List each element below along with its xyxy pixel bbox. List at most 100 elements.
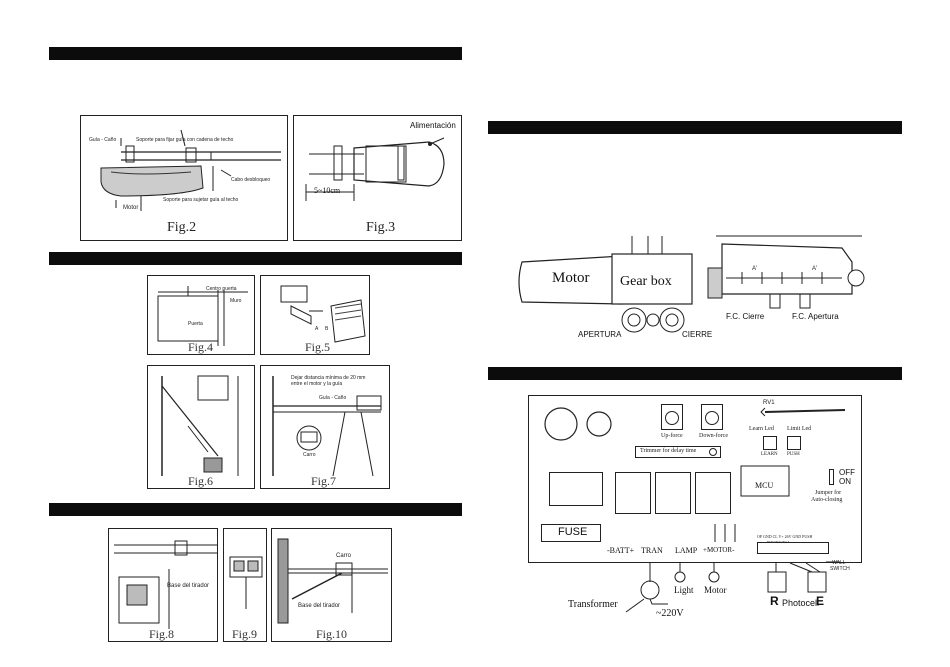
- label-transformer: Transformer: [568, 599, 618, 610]
- down-force-trimmer[interactable]: [701, 404, 723, 430]
- label-fc-apertura: F.C. Apertura: [792, 312, 839, 321]
- label-soporte-techo: Soporte para fijar guía con cadena de te…: [136, 137, 234, 143]
- label-soporte-sujetar: Soporte para sujetar guía al techo: [163, 197, 239, 203]
- label-distance: 5~10cm: [314, 186, 341, 195]
- section-header-bar: [49, 252, 462, 265]
- figure-caption: Fig.2: [167, 220, 197, 235]
- label-wall: WALL: [832, 560, 846, 566]
- figure-caption: Fig.10: [316, 627, 348, 641]
- delay-trimmer-box[interactable]: Trimmer for delay time: [635, 446, 721, 458]
- figure-caption: Fig.6: [188, 474, 214, 488]
- label-base: Base del tirador: [298, 603, 341, 609]
- label-on: ON: [839, 477, 851, 486]
- label-mcu: MCU: [755, 481, 774, 490]
- label-fuse: FUSE: [558, 526, 588, 538]
- label-downforce: Down-force: [699, 433, 728, 439]
- rail-bracket-drawing: [305, 137, 445, 201]
- figure-8-panel: Base del tirador Fig.8: [108, 528, 218, 642]
- motor-gearbox-drawing: [518, 235, 865, 333]
- label-carro: Carro: [303, 452, 316, 458]
- figure-5-panel: A B Fig.5: [260, 275, 370, 355]
- handle-front-drawing: [229, 556, 263, 609]
- figure-9-panel: Fig.9: [223, 528, 267, 642]
- label-b: B: [325, 326, 329, 332]
- label-batt: -BATT+: [607, 546, 635, 555]
- figure-2-panel: Guía - Caño Soporte para fijar guía con …: [80, 115, 288, 241]
- label-learn: LEARN: [761, 452, 778, 457]
- relay-2: [615, 472, 651, 514]
- section-header-bar: [49, 47, 462, 60]
- label-carro: Carro: [336, 553, 352, 559]
- label-a-mark2: A': [812, 266, 818, 272]
- auto-close-jumper[interactable]: [829, 469, 834, 485]
- label-trimmer: Trimmer for delay time: [640, 448, 697, 454]
- learn-button[interactable]: [763, 436, 777, 450]
- rail-carriage-drawing: [272, 376, 382, 477]
- label-motor-terminal: +MOTOR-: [703, 546, 735, 554]
- section-header-bar: [488, 367, 902, 380]
- figure-caption: Fig.8: [149, 627, 175, 641]
- relay-1: [549, 472, 603, 506]
- label-guia: Guía - Caño: [319, 395, 347, 401]
- label-rv1: RV1: [763, 400, 775, 406]
- figure-10-panel: Carro Base del tirador Fig.10: [271, 528, 392, 642]
- figure-3-panel: Alimentación 5~10cm Fig.3: [293, 115, 462, 241]
- label-puerta: Puerta: [188, 321, 203, 327]
- figure-caption: Fig.4: [188, 340, 214, 354]
- figure-7-panel: Dejar distancia mínima de 20 mm entre el…: [260, 365, 390, 489]
- label-terminals: OP GND CL V+ 26V GND PUSH: [757, 534, 813, 539]
- label-fc-cierre: F.C. Cierre: [726, 312, 765, 321]
- label-alimentacion: Alimentación: [410, 121, 456, 130]
- label-base: Base del tirador: [167, 583, 210, 589]
- label-dejar2: entre el motor y la guía: [291, 381, 343, 387]
- label-gearbox: Gear box: [620, 274, 672, 289]
- label-upforce: Up-force: [661, 433, 683, 439]
- label-guia: Guía - Caño: [89, 137, 117, 143]
- label-apertura: APERTURA: [578, 330, 622, 339]
- terminal-block: [757, 542, 829, 554]
- board-circuit-drawing: [544, 407, 846, 542]
- figure-caption: Fig.7: [311, 474, 337, 488]
- carriage-arm-drawing: [277, 538, 388, 624]
- release-handle-drawing: [114, 540, 217, 629]
- label-a: A: [315, 326, 319, 332]
- label-centro: Centro puerta: [206, 286, 237, 292]
- label-motor-ext: Motor: [704, 585, 727, 595]
- figure-caption: Fig.5: [305, 340, 331, 354]
- label-jumper2: Auto-closing: [811, 497, 843, 503]
- label-learn-led: Learn Led: [749, 426, 774, 432]
- label-voltage: ~220V: [656, 608, 684, 619]
- label-e: E: [816, 594, 825, 608]
- installation-arm-drawing: [161, 375, 239, 476]
- label-light: Light: [674, 585, 694, 595]
- label-jumper: Jumper for: [815, 490, 842, 496]
- control-board: RV1 Up-force Down-force Trimmer for dela…: [528, 395, 862, 563]
- fuse: FUSE: [541, 524, 601, 542]
- label-tran: TRAN: [641, 546, 663, 555]
- up-force-trimmer[interactable]: [661, 404, 683, 430]
- bracket-detail-drawing: [280, 285, 366, 343]
- label-cabo: Cabo desbloqueo: [231, 177, 271, 183]
- label-limit-led: Limit Led: [787, 426, 812, 432]
- figure-4-panel: Centro puerta Muro Puerta Fig.4: [147, 275, 255, 355]
- rail-motor-drawing: [100, 129, 281, 211]
- figure-caption: Fig.3: [366, 220, 396, 235]
- label-motor: Motor: [552, 270, 590, 286]
- label-muro: Muro: [230, 298, 242, 304]
- label-dejar: Dejar distancia mínima de 20 mm: [291, 375, 366, 381]
- section-header-bar: [488, 121, 902, 134]
- label-off: OFF: [839, 468, 855, 477]
- push-button[interactable]: [787, 436, 801, 450]
- label-cierre: CIERRE: [682, 330, 713, 339]
- label-lamp: LAMP: [675, 546, 698, 555]
- label-a-mark: A': [752, 266, 758, 272]
- label-push: PUSH: [787, 452, 800, 457]
- door-center-drawing: [157, 286, 248, 346]
- section-header-bar: [49, 503, 462, 516]
- label-motor: Motor: [123, 205, 139, 211]
- gearbox-illustration: Motor Gear box APERTURA CIERRE A' A' F.C…: [512, 232, 868, 344]
- figure-caption: Fig.9: [232, 627, 258, 641]
- label-switch: SWITCH: [830, 566, 850, 572]
- label-photocell: Photocell: [782, 598, 820, 608]
- relay-4: [695, 472, 731, 514]
